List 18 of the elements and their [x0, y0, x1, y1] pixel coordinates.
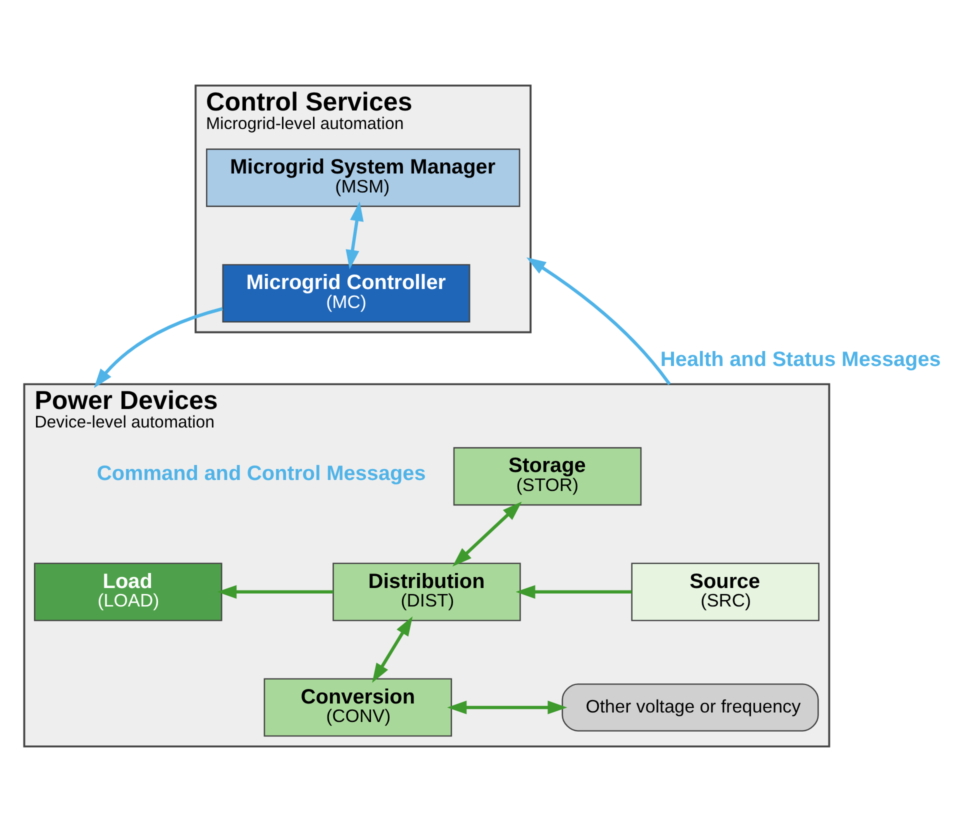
edge-label: Command and Control Messages: [96, 462, 426, 485]
node-box: Microgrid Controller (MC): [222, 264, 470, 322]
arrow: [447, 700, 568, 714]
node-box: Other voltage or frequency: [562, 682, 819, 731]
edge-label: Health and Status Messages: [660, 347, 941, 370]
node-box: Storage (STOR): [453, 446, 642, 506]
node-box: Microgrid System Manager (MSM): [206, 148, 520, 206]
node-box: Distribution (DIST): [332, 562, 521, 621]
node-box: Conversion (CONV): [264, 678, 452, 736]
node-box: Load (LOAD): [34, 562, 222, 621]
arrow: [217, 584, 334, 598]
arrow: [516, 584, 632, 598]
arrow: [372, 616, 413, 682]
arrow: [526, 256, 671, 385]
node-box: Source (SRC): [631, 562, 820, 621]
arrow: [94, 306, 223, 388]
arrow: [346, 201, 364, 269]
arrow: [452, 501, 522, 566]
